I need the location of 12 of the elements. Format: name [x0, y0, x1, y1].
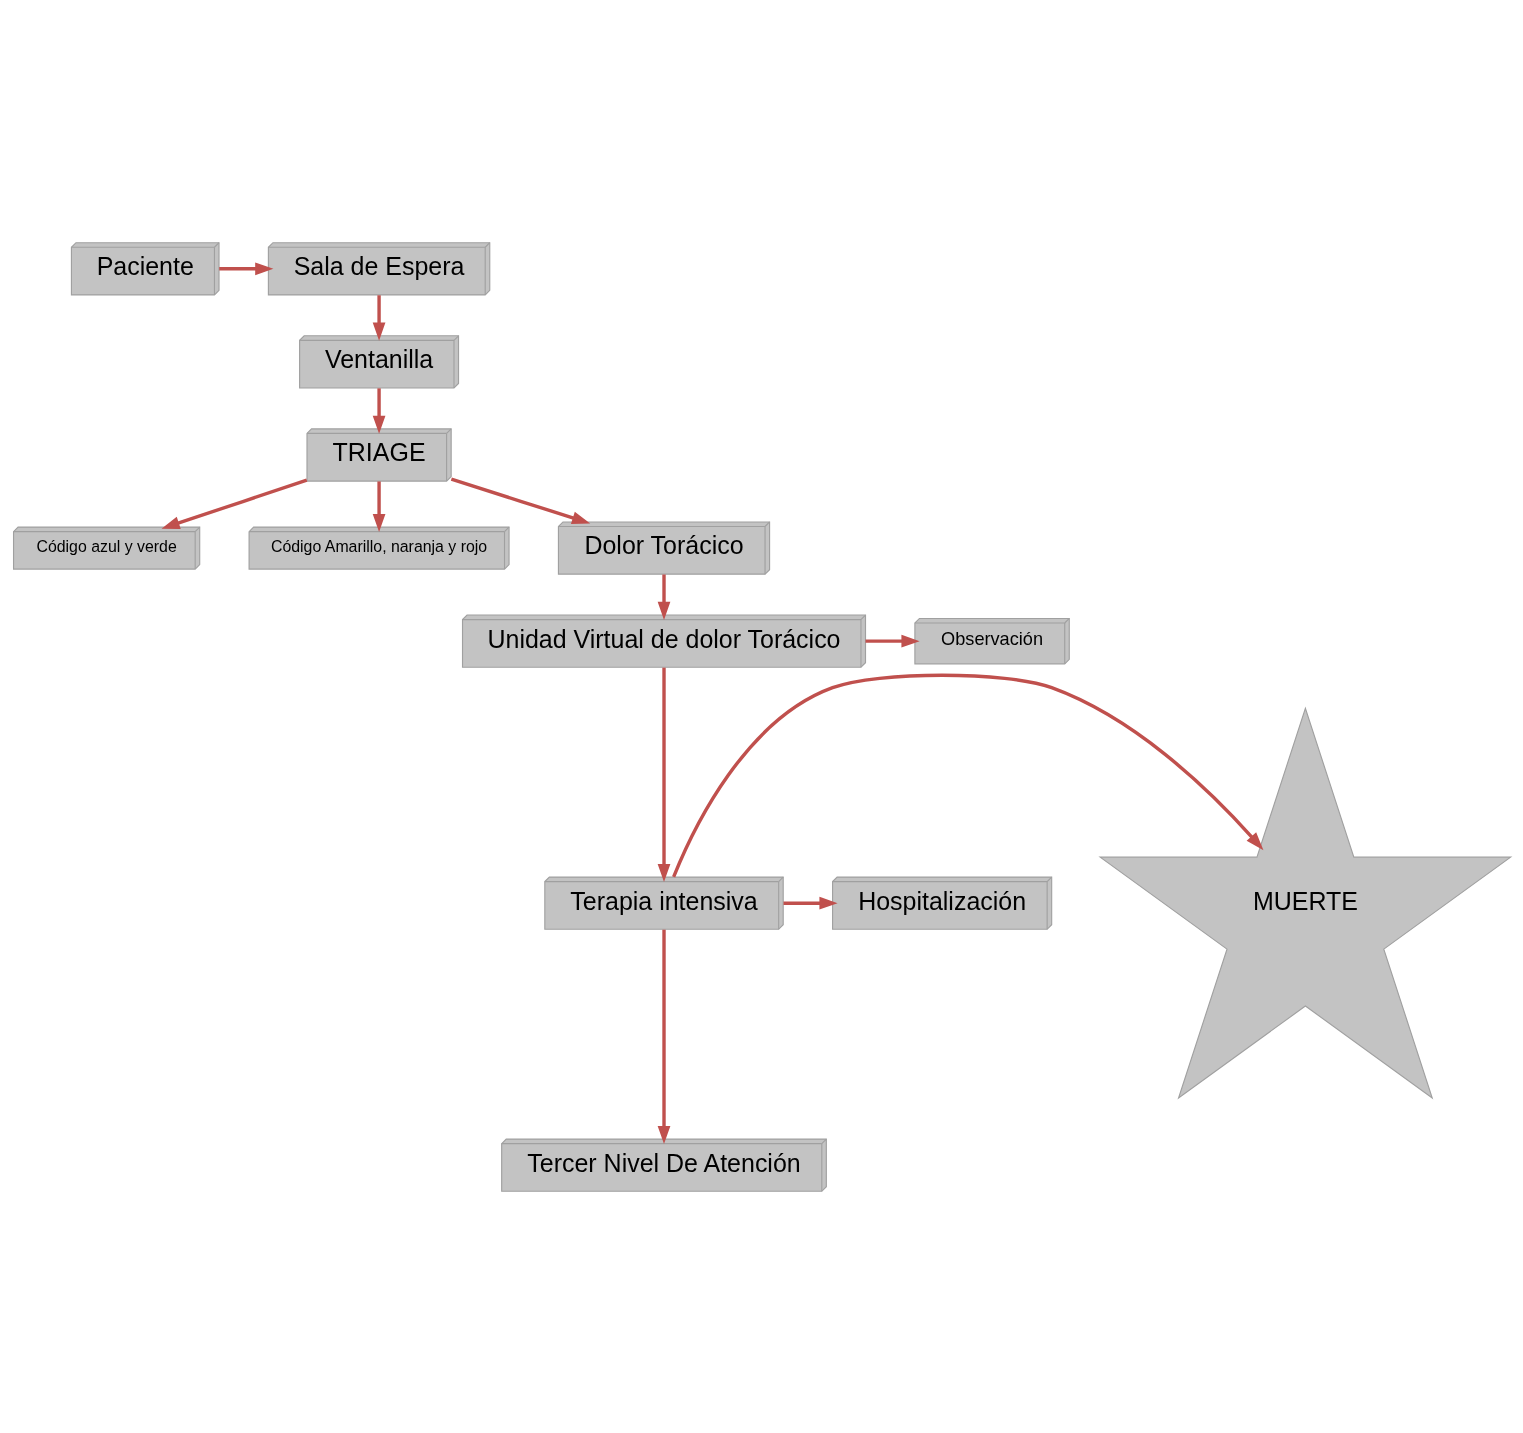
arrow [372, 294, 385, 341]
arrow [657, 667, 670, 882]
arrow [657, 574, 670, 620]
arrow [783, 896, 838, 910]
arrow [372, 480, 385, 532]
arrow [657, 929, 670, 1144]
arrow [160, 478, 307, 529]
arrow [671, 673, 1263, 878]
arrow [372, 387, 385, 434]
arrow [865, 634, 920, 648]
arrow [450, 477, 590, 524]
arrow [218, 261, 273, 275]
